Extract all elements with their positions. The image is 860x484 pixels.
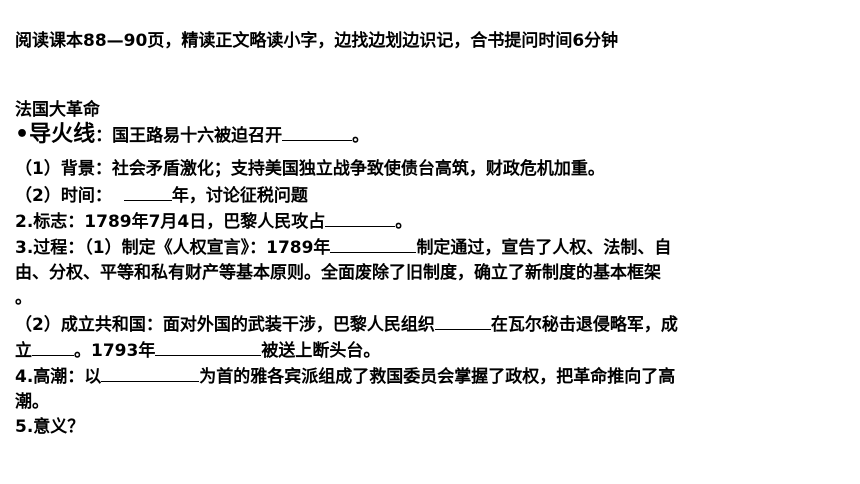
fill-blank — [123, 184, 172, 201]
section-heading: 法国大革命 — [15, 100, 100, 120]
process-suffix: 制定通过，宣告了人权、法制、自 — [416, 238, 672, 258]
fuse-label: 导火线 — [29, 122, 96, 147]
time-line: （2）时间： 年，讨论征税问题 — [15, 184, 308, 207]
time-suffix: 年，讨论征税问题 — [171, 186, 308, 206]
climax-line-2: 潮。 — [15, 392, 49, 412]
fill-blank — [330, 236, 417, 253]
meaning-line: 5.意义？ — [15, 417, 85, 437]
process-prefix: 3.过程：（1）制定《人权宣言》：1789年 — [15, 238, 331, 258]
republic2-suffix: 被送上断头台。 — [261, 341, 381, 361]
process-line-3: 。 — [15, 288, 32, 308]
fill-blank — [282, 124, 353, 141]
fill-blank — [32, 339, 74, 356]
fill-blank — [155, 339, 262, 356]
republic-line-1: （2）成立共和国：面对外国的武装干涉，巴黎人民组织 在瓦尔秘击退侵略军，成 — [15, 313, 678, 336]
bullet: • — [15, 122, 30, 147]
climax-prefix: 4.高潮：以 — [15, 367, 102, 387]
reading-instruction: 阅读课本88—90页，精读正文略读小字，边找边划边识记，合书提问时间6分钟 — [15, 31, 619, 51]
process-line-1: 3.过程：（1）制定《人权宣言》：1789年 制定通过，宣告了人权、法制、自 — [15, 236, 671, 259]
fill-blank — [325, 210, 396, 227]
republic-prefix: （2）成立共和国：面对外国的武装干涉，巴黎人民组织 — [15, 315, 435, 335]
fill-blank — [101, 365, 200, 382]
fuse-end: 。 — [352, 126, 370, 146]
background-line: （1）背景：社会矛盾激化；支持美国独立战争致使债台高筑，财政危机加重。 — [15, 159, 605, 179]
fuse-colon: ： — [95, 126, 113, 146]
sign-end: 。 — [395, 212, 413, 232]
climax-suffix: 为首的雅各宾派组成了救国委员会掌握了政权，把革命推向了高 — [199, 367, 676, 387]
process-line-2: 由、分权、平等和私有财产等基本原则。全面废除了旧制度，确立了新制度的基本框架 — [15, 263, 661, 283]
sign-line: 2.标志：1789年7月4日，巴黎人民攻占 。 — [15, 210, 412, 233]
fuse-line: •导火线：国王路易十六被迫召开 。 — [15, 124, 369, 147]
time-prefix: （2）时间： — [15, 186, 112, 206]
fill-blank — [434, 313, 491, 330]
republic2-prefix: 立 — [15, 341, 32, 361]
republic-line-2: 立 。1793年 被送上断头台。 — [15, 339, 380, 362]
fuse-text: 国王路易十六被迫召开 — [112, 126, 283, 146]
climax-line-1: 4.高潮：以 为首的雅各宾派组成了救国委员会掌握了政权，把革命推向了高 — [15, 365, 675, 388]
sign-prefix: 2.标志：1789年7月4日，巴黎人民攻占 — [15, 212, 326, 232]
republic-suffix: 在瓦尔秘击退侵略军，成 — [490, 315, 678, 335]
republic2-mid: 。1793年 — [74, 341, 156, 361]
